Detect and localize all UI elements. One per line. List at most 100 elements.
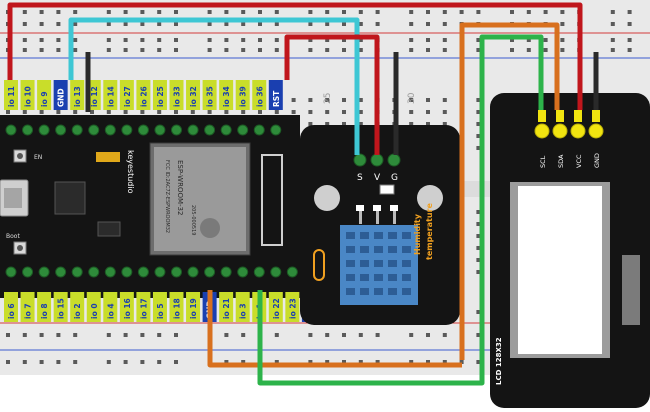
bottom-header-pin <box>137 266 149 278</box>
breadboard-hole <box>476 258 481 262</box>
lcd-pin-gnd <box>588 123 604 139</box>
breadboard-hole <box>224 48 229 52</box>
breadboard-hole <box>610 10 615 14</box>
breadboard-hole <box>526 38 531 42</box>
breadboard-hole <box>73 333 78 337</box>
breadboard-hole <box>543 10 548 14</box>
dht-grid-cell <box>374 260 383 267</box>
breadboard-hole <box>476 310 481 314</box>
bottom-pin-label: io 18 <box>173 298 182 319</box>
breadboard-hole <box>140 333 145 337</box>
breadboard-hole <box>258 38 262 42</box>
thermometer-icon <box>313 249 325 281</box>
bottom-pin-label: io 0 <box>90 303 99 319</box>
dht-grid-cell <box>402 232 411 239</box>
breadboard-hole <box>73 10 78 14</box>
breadboard-hole <box>73 22 78 26</box>
top-pin-label: io 26 <box>139 86 148 107</box>
breadboard-hole <box>627 48 632 52</box>
breadboard-hole <box>291 110 296 114</box>
breadboard-hole <box>241 22 246 26</box>
breadboard-hole <box>174 333 178 337</box>
breadboard-hole <box>476 110 481 114</box>
top-pin-label-bg <box>4 80 18 110</box>
breadboard-hole <box>526 10 531 14</box>
breadboard-hole <box>190 110 195 114</box>
breadboard-hole <box>476 333 481 337</box>
dht-grid-cell <box>360 260 369 267</box>
breadboard-hole <box>241 333 246 337</box>
breadboard-hole <box>106 38 111 42</box>
breadboard-hole <box>442 333 447 337</box>
bottom-pin-label-bg <box>103 292 118 322</box>
bottom-pin-label: io 19 <box>189 298 198 319</box>
breadboard-hole <box>207 48 212 52</box>
dht-grid-cell <box>388 274 397 281</box>
bottom-header-pin <box>154 266 166 278</box>
top-header-pin <box>55 124 67 136</box>
breadboard-hole <box>123 110 128 114</box>
breadboard-hole <box>6 110 10 114</box>
breadboard-hole <box>459 10 464 14</box>
bottom-header-pin <box>253 266 265 278</box>
breadboard-hole <box>241 38 246 42</box>
breadboard-hole <box>442 22 447 26</box>
bottom-pin-label-bg <box>152 292 167 322</box>
top-pin-label: io 35 <box>206 86 215 107</box>
breadboard-hole <box>560 38 565 42</box>
breadboard-hole <box>358 333 363 337</box>
breadboard-hole <box>426 10 430 14</box>
lcd-label: LCD 128X32 <box>495 337 503 385</box>
breadboard-hole <box>39 333 44 337</box>
breadboard-hole <box>308 110 313 114</box>
bottom-pin-label: io 17 <box>139 298 148 319</box>
breadboard-hole <box>22 110 27 114</box>
breadboard-hole <box>342 360 346 364</box>
breadboard-hole <box>409 333 414 337</box>
breadboard-hole <box>325 22 330 26</box>
breadboard-hole <box>426 122 430 126</box>
breadboard-hole <box>426 48 430 52</box>
bottom-header-pin <box>270 266 282 278</box>
breadboard-hole <box>56 10 61 14</box>
breadboard-hole <box>140 10 145 14</box>
pcb-antenna <box>261 154 283 246</box>
bottom-pin-label-bg <box>37 292 52 322</box>
lcd-ribbon <box>622 255 640 325</box>
breadboard-hole <box>241 48 246 52</box>
lcd-pin-label: VCC <box>575 154 583 168</box>
breadboard-hole <box>22 360 27 364</box>
breadboard-hole <box>308 22 313 26</box>
breadboard-hole <box>308 48 313 52</box>
dht-grid-cell <box>374 288 383 295</box>
top-header-pin <box>204 124 216 136</box>
top-pin-label-bg <box>202 80 217 110</box>
breadboard-hole <box>106 333 111 337</box>
en-button-cap <box>17 153 23 159</box>
top-pin-label: io 36 <box>255 86 264 107</box>
breadboard-hole <box>207 110 212 114</box>
breadboard-hole <box>409 360 414 364</box>
wire-red-vcc <box>7 2 583 110</box>
breadboard-hole <box>106 48 111 52</box>
bottom-pin-label-bg <box>4 292 18 322</box>
breadboard-hole <box>308 98 313 102</box>
wire-cyan-signal <box>68 17 360 155</box>
bottom-pin-label-bg <box>53 292 68 322</box>
bottom-header-pin <box>38 266 50 278</box>
breadboard-hole <box>426 38 430 42</box>
wire-red-dht-vcc <box>284 34 380 155</box>
breadboard-hole <box>476 360 481 364</box>
breadboard-hole <box>627 10 632 14</box>
bottom-pin-label-bg <box>169 292 184 322</box>
breadboard-hole <box>442 360 447 364</box>
breadboard-hole <box>442 98 447 102</box>
breadboard-hole <box>56 333 61 337</box>
top-header-pin <box>22 124 34 136</box>
breadboard-hole <box>610 22 615 26</box>
breadboard-hole <box>157 22 162 26</box>
breadboard-hole <box>123 333 128 337</box>
breadboard-hole <box>476 270 481 274</box>
